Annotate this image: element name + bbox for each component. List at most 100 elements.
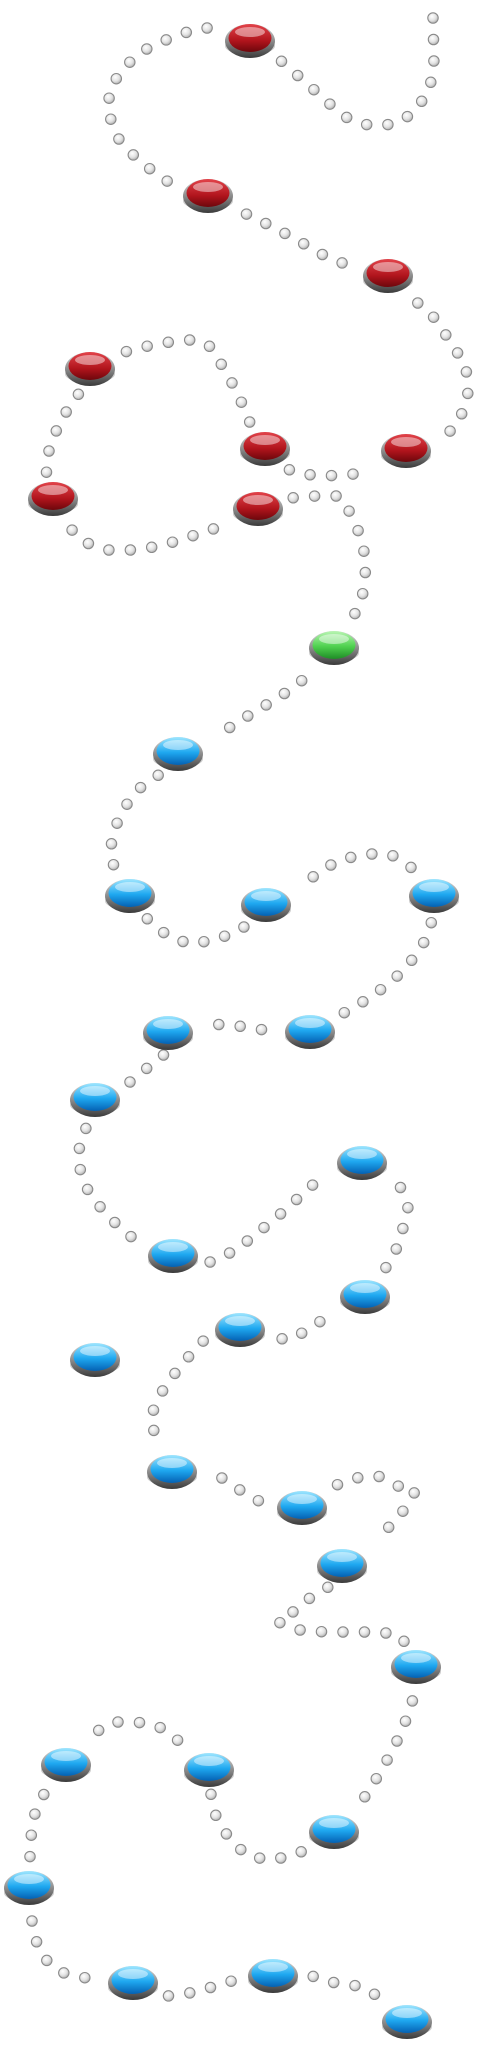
level-button-face <box>151 1239 195 1267</box>
level-button-13-locked[interactable] <box>409 879 459 913</box>
level-button-19-locked[interactable] <box>340 1280 390 1314</box>
level-button-7-completed[interactable] <box>28 482 78 516</box>
level-button-15-locked[interactable] <box>285 1015 335 1049</box>
path-dot <box>308 490 321 502</box>
path-dot <box>260 699 272 711</box>
level-button-12-locked[interactable] <box>241 888 291 922</box>
path-dot <box>105 113 117 125</box>
level-button-gloss <box>391 437 421 447</box>
level-button-16-locked[interactable] <box>70 1083 120 1117</box>
path-dot <box>74 1163 87 1176</box>
path-dot <box>366 848 378 860</box>
level-button-face <box>412 879 456 907</box>
path-dot <box>161 175 173 187</box>
path-dot <box>425 916 438 929</box>
path-dot <box>394 1181 407 1194</box>
level-button-gloss <box>194 1756 224 1766</box>
level-button-gloss <box>80 1086 110 1096</box>
level-buttons <box>4 24 459 2039</box>
path-dot <box>455 408 468 420</box>
path-dot <box>41 1954 53 1967</box>
level-button-20-locked[interactable] <box>70 1343 120 1377</box>
level-button-26-locked[interactable] <box>41 1748 91 1782</box>
level-button-face <box>243 432 287 460</box>
level-button-28-locked[interactable] <box>309 1815 359 1849</box>
level-button-face <box>366 259 410 287</box>
path-dot <box>216 1472 228 1484</box>
path-dot <box>152 769 164 782</box>
level-button-23-locked[interactable] <box>277 1491 327 1525</box>
path-dot <box>225 1975 237 1987</box>
path-dot <box>275 55 288 68</box>
path-dot <box>120 345 133 358</box>
level-button-11-locked[interactable] <box>105 879 155 913</box>
level-button-3-completed[interactable] <box>363 259 413 293</box>
path-dot <box>226 377 238 389</box>
level-button-1-completed[interactable] <box>225 24 275 58</box>
path-dot <box>275 1852 287 1864</box>
path-dot <box>169 1367 181 1380</box>
level-button-32-locked[interactable] <box>382 2005 432 2039</box>
path-dot <box>307 1970 319 1983</box>
level-button-17-locked[interactable] <box>337 1146 387 1180</box>
path-dot <box>220 1828 233 1840</box>
path-dot <box>306 1179 319 1191</box>
level-button-31-locked[interactable] <box>248 1959 298 1993</box>
path-dot <box>124 56 136 68</box>
level-button-face <box>73 1083 117 1111</box>
path-dot <box>25 1829 38 1841</box>
path-dot <box>81 1183 94 1196</box>
level-button-22-locked[interactable] <box>147 1455 197 1489</box>
path-dot <box>358 545 370 557</box>
level-button-27-locked[interactable] <box>184 1753 234 1787</box>
path-dot <box>349 607 361 620</box>
path-dot <box>258 1221 270 1234</box>
path-dot <box>133 1716 146 1729</box>
level-button-face <box>111 1966 155 1994</box>
path-dot <box>234 1020 246 1033</box>
path-dot <box>291 69 304 82</box>
level-button-24-locked[interactable] <box>317 1549 367 1583</box>
path-dot <box>327 1976 340 1989</box>
path-dot <box>290 1193 303 1206</box>
path-dot <box>183 334 196 346</box>
level-button-10-locked[interactable] <box>153 737 203 771</box>
path-dot <box>253 1852 266 1864</box>
level-button-30-locked[interactable] <box>108 1966 158 2000</box>
level-button-25-locked[interactable] <box>391 1650 441 1684</box>
level-button-6-completed[interactable] <box>381 434 431 468</box>
level-button-18-locked[interactable] <box>148 1239 198 1273</box>
level-button-face <box>312 1815 356 1843</box>
level-button-9-current[interactable] <box>309 631 359 665</box>
path-dots <box>24 12 474 2002</box>
path-dot <box>460 366 473 378</box>
path-dot <box>322 1581 334 1594</box>
path-dot <box>197 1335 209 1347</box>
level-button-gloss <box>225 1316 255 1326</box>
level-button-face <box>280 1491 324 1519</box>
level-button-8-completed[interactable] <box>233 492 283 526</box>
path-dot <box>145 541 158 554</box>
path-dot <box>397 1505 409 1517</box>
level-button-5-completed[interactable] <box>240 432 290 466</box>
level-button-2-completed[interactable] <box>183 179 233 213</box>
level-button-gloss <box>319 1818 349 1828</box>
level-button-21-locked[interactable] <box>215 1313 265 1347</box>
path-dot <box>203 340 216 353</box>
path-dot <box>140 1062 153 1075</box>
path-dot <box>38 1788 50 1801</box>
path-dot <box>255 1023 268 1036</box>
level-button-gloss <box>243 495 273 505</box>
path-dot <box>390 1243 403 1255</box>
path-dot <box>82 537 95 550</box>
level-button-4-completed[interactable] <box>65 352 115 386</box>
level-button-29-locked[interactable] <box>4 1871 54 1905</box>
path-dot <box>308 83 320 96</box>
level-button-14-locked[interactable] <box>143 1016 193 1050</box>
path-dot <box>401 110 414 123</box>
path-dot <box>243 416 256 428</box>
path-dot <box>314 1315 326 1328</box>
level-button-gloss <box>251 891 281 901</box>
path-dot <box>274 1616 286 1629</box>
